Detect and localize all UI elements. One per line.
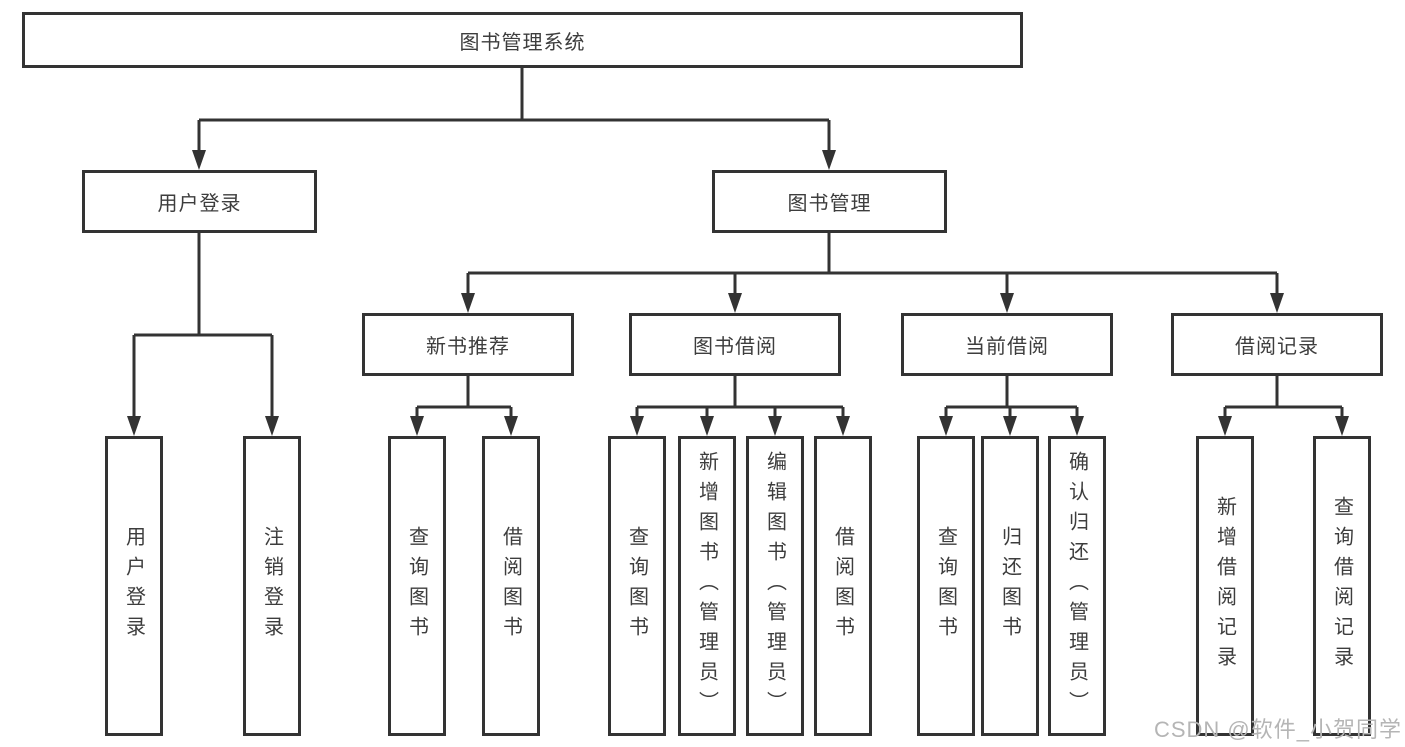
node-label: 当前借阅 bbox=[965, 336, 1049, 358]
node-label: 新增借阅记录 bbox=[1213, 496, 1236, 676]
leaf-borrow-books: 借阅图书 bbox=[814, 436, 872, 736]
arrowhead-down bbox=[728, 293, 742, 313]
leaf-confirm-return-admin: 确认归还（管理员） bbox=[1048, 436, 1106, 736]
arrowhead-down bbox=[1070, 416, 1084, 436]
node-label: 新增图书（管理员） bbox=[695, 451, 718, 721]
node-label: 查询图书 bbox=[405, 526, 428, 646]
leaf-query-books-current: 查询图书 bbox=[917, 436, 975, 736]
node-label: 查询图书 bbox=[934, 526, 957, 646]
node-borrow-records: 借阅记录 bbox=[1171, 313, 1383, 376]
node-book-borrow: 图书借阅 bbox=[629, 313, 841, 376]
csdn-watermark: CSDN @软件_小贺同学 bbox=[1153, 717, 1402, 742]
node-current-borrow: 当前借阅 bbox=[901, 313, 1113, 376]
arrowhead-down bbox=[410, 416, 424, 436]
leaf-return-book: 归还图书 bbox=[981, 436, 1039, 736]
arrowhead-down bbox=[836, 416, 850, 436]
node-user-login: 用户登录 bbox=[82, 170, 317, 233]
node-label: 图书管理 bbox=[787, 193, 872, 215]
arrowhead-down bbox=[768, 416, 782, 436]
arrowhead-down bbox=[939, 416, 953, 436]
node-new-book-recommend: 新书推荐 bbox=[362, 313, 574, 376]
leaf-add-book-admin: 新增图书（管理员） bbox=[678, 436, 736, 736]
arrowhead-down bbox=[265, 416, 279, 436]
node-label: 归还图书 bbox=[998, 526, 1021, 646]
leaf-edit-book-admin: 编辑图书（管理员） bbox=[746, 436, 804, 736]
arrowhead-down bbox=[1270, 293, 1284, 313]
arrowhead-down bbox=[1003, 416, 1017, 436]
arrowhead-down bbox=[461, 293, 475, 313]
node-label: 借阅记录 bbox=[1235, 336, 1319, 358]
arrowhead-down bbox=[700, 416, 714, 436]
node-label: 查询借阅记录 bbox=[1330, 496, 1353, 676]
node-label: 新书推荐 bbox=[426, 336, 510, 358]
arrowhead-down bbox=[822, 150, 836, 170]
node-system-root: 图书管理系统 bbox=[22, 12, 1023, 68]
arrowhead-down bbox=[127, 416, 141, 436]
arrowhead-down bbox=[1335, 416, 1349, 436]
leaf-query-borrow-record: 查询借阅记录 bbox=[1313, 436, 1371, 736]
node-label: 借阅图书 bbox=[831, 526, 854, 646]
leaf-borrow-books-recommend: 借阅图书 bbox=[482, 436, 540, 736]
leaf-logout: 注销登录 bbox=[243, 436, 301, 736]
node-label: 确认归还（管理员） bbox=[1065, 451, 1088, 721]
arrowhead-down bbox=[630, 416, 644, 436]
arrowhead-down bbox=[1000, 293, 1014, 313]
node-label: 查询图书 bbox=[625, 526, 648, 646]
leaf-query-books-borrow: 查询图书 bbox=[608, 436, 666, 736]
node-label: 注销登录 bbox=[260, 526, 283, 646]
arrowhead-down bbox=[1218, 416, 1232, 436]
node-book-management: 图书管理 bbox=[712, 170, 947, 233]
leaf-add-borrow-record: 新增借阅记录 bbox=[1196, 436, 1254, 736]
node-label: 图书借阅 bbox=[693, 336, 777, 358]
node-label: 图书管理系统 bbox=[459, 31, 586, 54]
node-label: 编辑图书（管理员） bbox=[763, 451, 786, 721]
arrowhead-down bbox=[192, 150, 206, 170]
arrowhead-down bbox=[504, 416, 518, 436]
node-label: 借阅图书 bbox=[499, 526, 522, 646]
leaf-query-books-recommend: 查询图书 bbox=[388, 436, 446, 736]
leaf-user-login: 用户登录 bbox=[105, 436, 163, 736]
node-label: 用户登录 bbox=[122, 526, 145, 646]
node-label: 用户登录 bbox=[157, 193, 242, 215]
